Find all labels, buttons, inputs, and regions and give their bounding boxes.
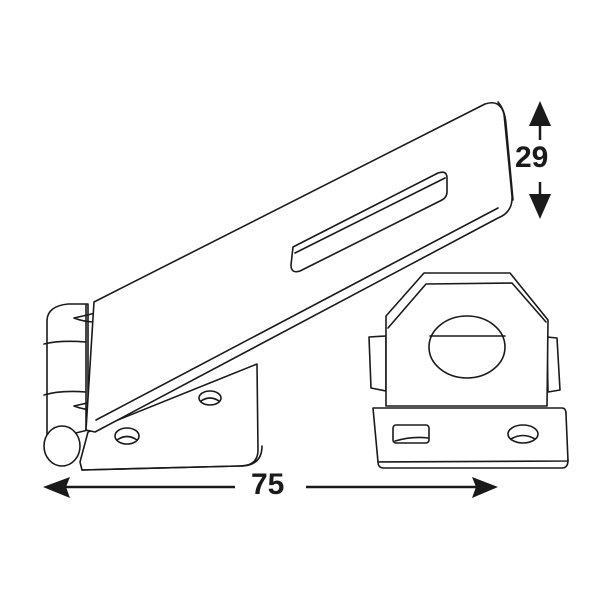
mounting-slot [392, 424, 430, 444]
width-dimension [43, 477, 498, 498]
arrow-right-icon [472, 477, 498, 498]
screw-hole [114, 427, 140, 445]
staple [368, 272, 569, 469]
height-dimension [529, 101, 551, 219]
screw-hole [198, 390, 222, 406]
height-dimension-label: 29 [515, 141, 549, 174]
hinge-knuckle [43, 303, 101, 467]
arrow-down-icon [529, 194, 551, 219]
padlock-eye [428, 315, 506, 379]
hinge-pin-end [43, 425, 81, 467]
hasp-base-plate [79, 363, 263, 471]
width-dimension-label: 75 [251, 468, 285, 501]
arrow-up-icon [529, 101, 551, 126]
staple-base-plate [372, 407, 569, 463]
hasp-leaf [85, 101, 514, 433]
arrow-left-icon [43, 477, 70, 498]
screw-hole [507, 424, 539, 444]
